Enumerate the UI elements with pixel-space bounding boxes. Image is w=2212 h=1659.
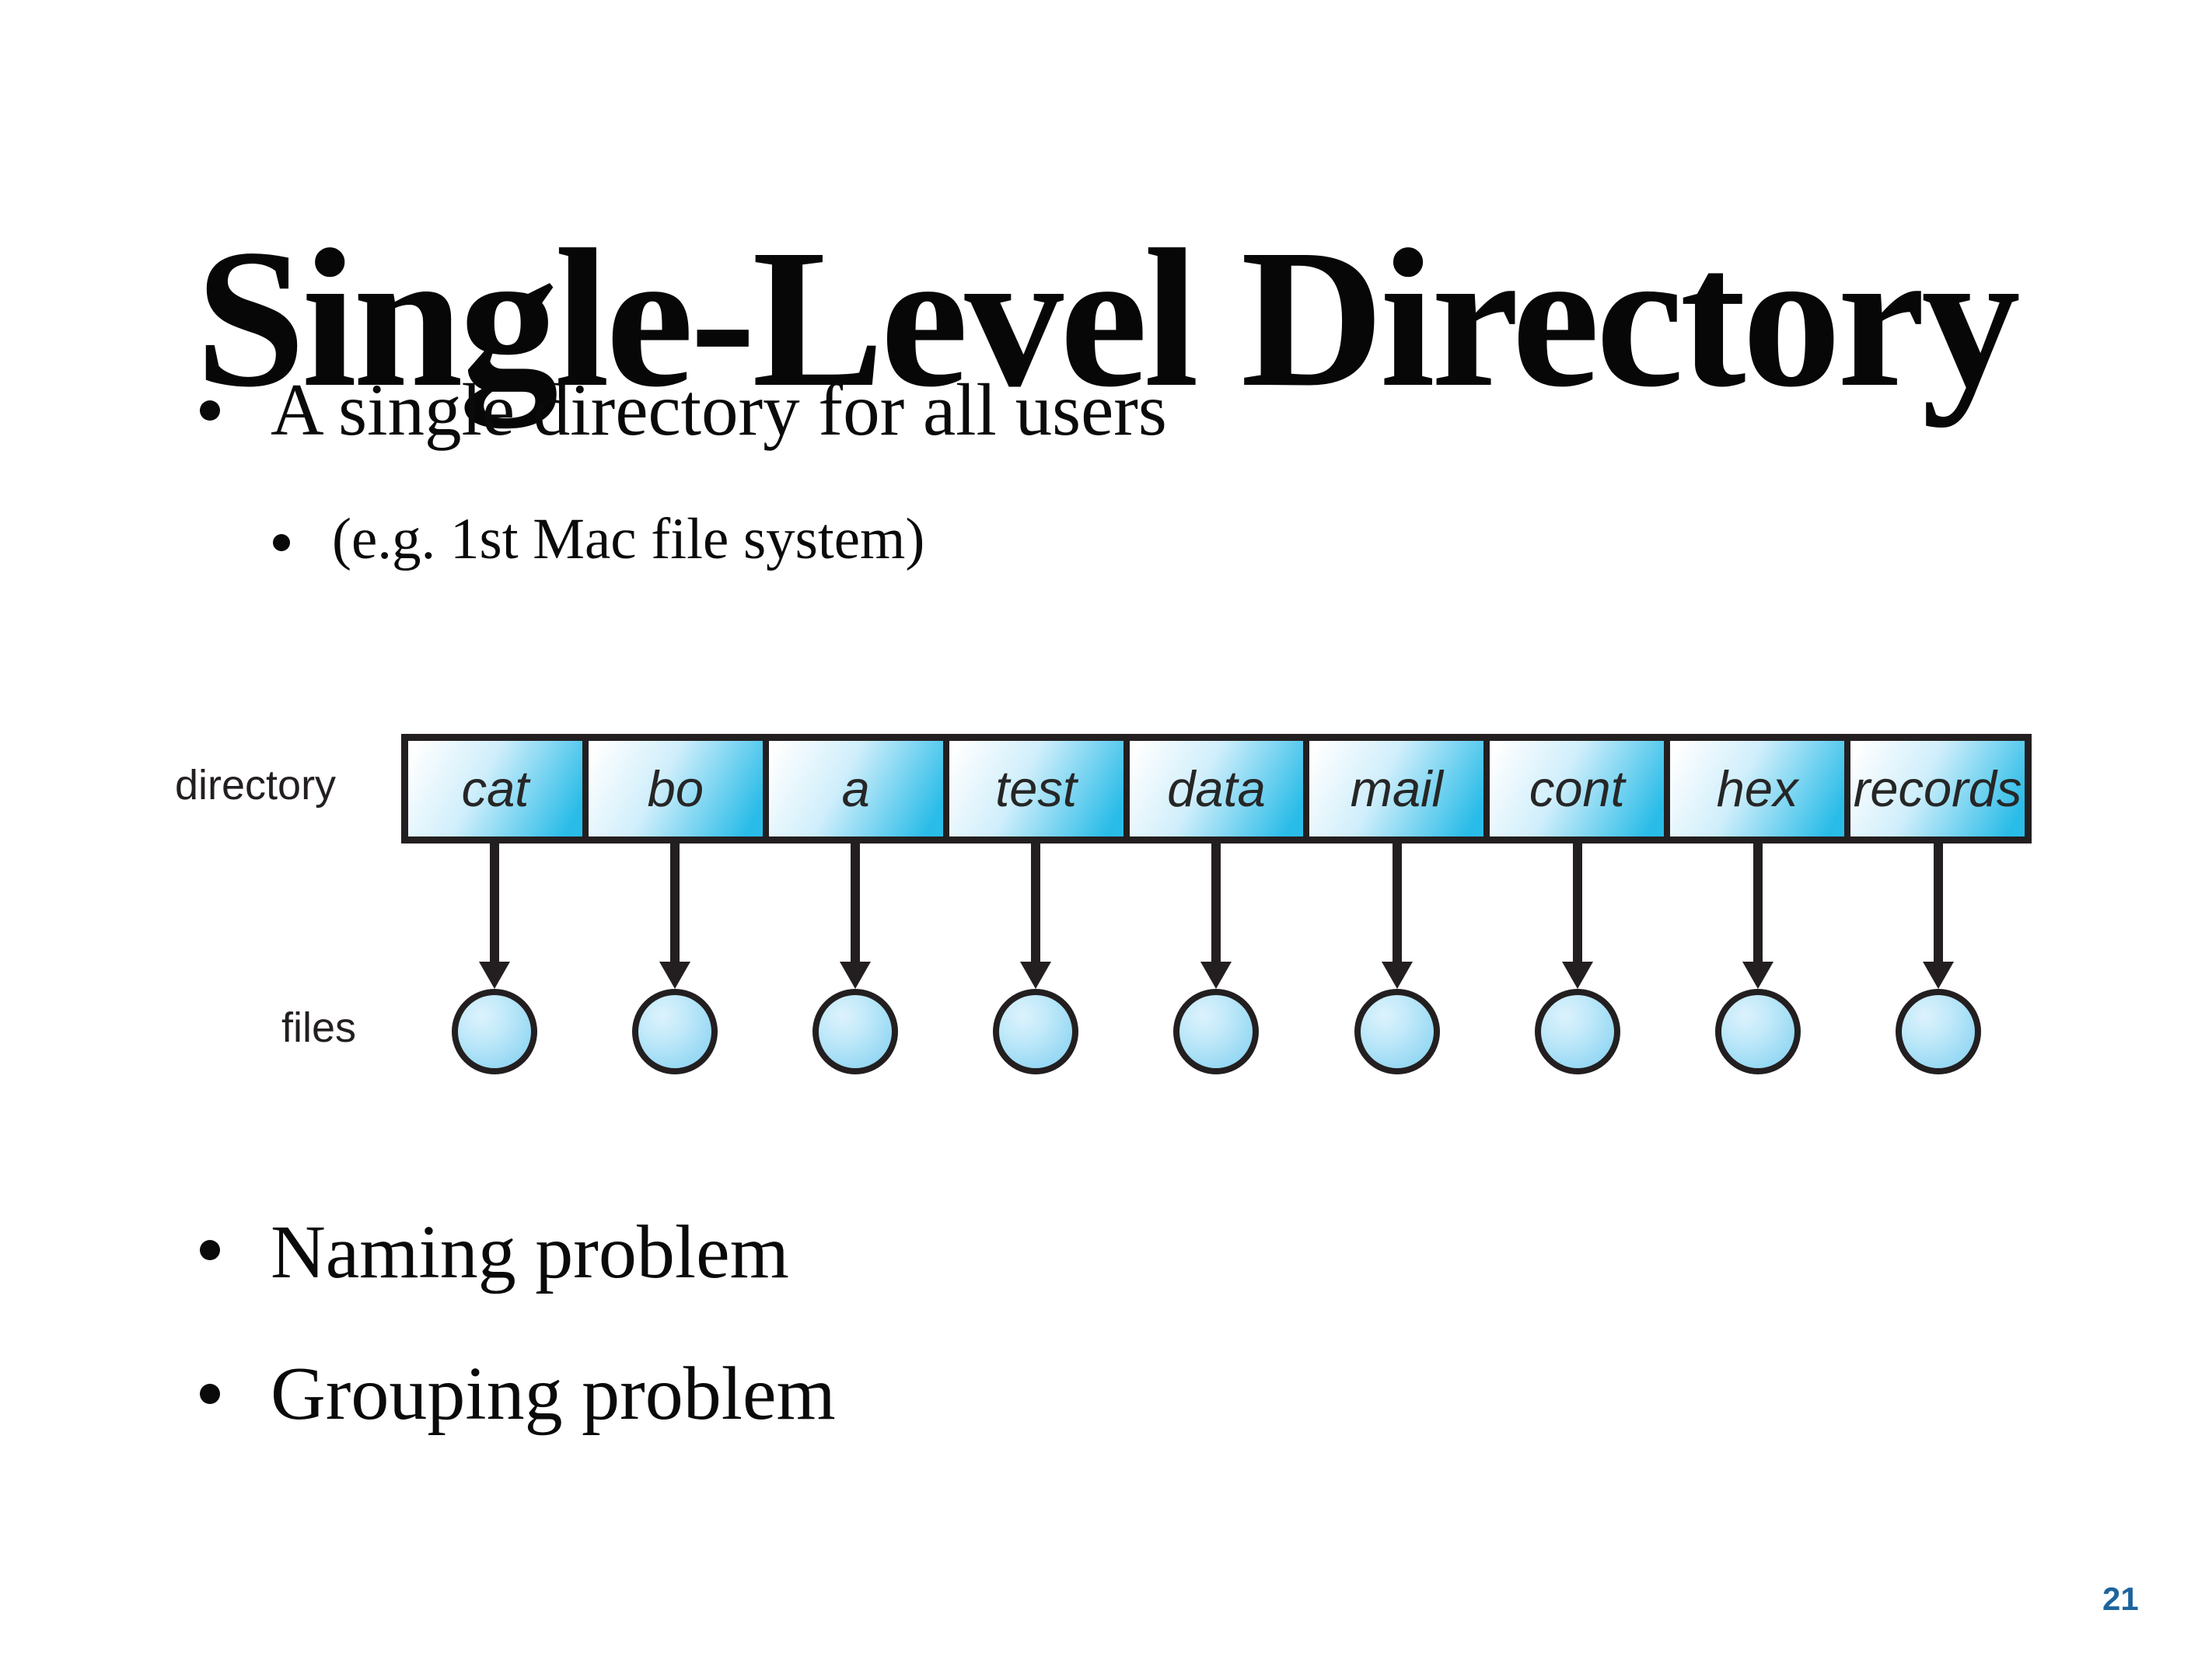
file-column-records (1895, 843, 1981, 1074)
files-label: files (281, 1004, 357, 1051)
file-column-mail (1354, 843, 1440, 1074)
file-circle-icon (1534, 989, 1620, 1074)
directory-cell-hex: hex (1670, 741, 1851, 836)
bullet-naming-problem: Naming problem (271, 1210, 789, 1294)
file-circle-icon (1895, 989, 1981, 1074)
subbullet-mac-file-system: (e.g. 1st Mac file system) (332, 507, 925, 571)
file-column-a (812, 843, 899, 1074)
down-arrow-icon (659, 962, 691, 989)
file-circle-icon (452, 989, 537, 1074)
down-arrow-icon (479, 962, 510, 989)
arrow-line (1933, 843, 1943, 962)
down-arrow-icon (1200, 962, 1232, 989)
directory-cell-cont: cont (1490, 741, 1671, 836)
directory-cell-test: test (949, 741, 1130, 836)
file-column-hex (1714, 843, 1801, 1074)
down-arrow-icon (1742, 962, 1773, 989)
down-arrow-icon (840, 962, 872, 989)
arrow-line (1031, 843, 1041, 962)
directory-cell-bo: bo (588, 741, 769, 836)
arrow-line (1752, 843, 1763, 962)
file-circle-icon (812, 989, 899, 1074)
directory-row-label: directory (175, 762, 337, 809)
arrow-line (851, 843, 861, 962)
directory-cell-records: records (1850, 741, 2025, 836)
arrow-line (1572, 843, 1582, 962)
arrow-line (490, 843, 499, 962)
down-arrow-icon (1381, 962, 1413, 989)
file-circle-icon (1173, 989, 1260, 1074)
down-arrow-icon (1561, 962, 1593, 989)
file-circle-icon (632, 989, 718, 1074)
directory-cell-data: data (1129, 741, 1310, 836)
directory-cell-cat: cat (408, 741, 589, 836)
bullet-grouping-problem: Grouping problem (271, 1352, 836, 1436)
file-column-bo (632, 843, 718, 1074)
page-number: 21 (2102, 1580, 2139, 1617)
file-column-cat (452, 843, 537, 1074)
down-arrow-icon (1020, 962, 1052, 989)
arrow-line (670, 843, 680, 962)
bullet-marker-icon (200, 1384, 220, 1404)
bullet-marker-icon (200, 400, 220, 421)
directory-cell-a: a (768, 741, 949, 836)
slide-title: Single-Level Directory (195, 208, 2021, 428)
file-circle-icon (993, 989, 1079, 1074)
file-column-data (1173, 843, 1260, 1074)
bullet-marker-icon (273, 534, 290, 551)
directory-cell-mail: mail (1309, 741, 1490, 836)
bullet-marker-icon (200, 1240, 220, 1260)
file-column-test (993, 843, 1079, 1074)
file-circle-icon (1354, 989, 1440, 1074)
file-circle-icon (1714, 989, 1801, 1074)
file-column-cont (1534, 843, 1620, 1074)
arrow-line (1392, 843, 1402, 962)
arrow-line (1211, 843, 1221, 962)
bullet-single-directory: A single directory for all users (271, 368, 1167, 451)
down-arrow-icon (1922, 962, 1954, 989)
